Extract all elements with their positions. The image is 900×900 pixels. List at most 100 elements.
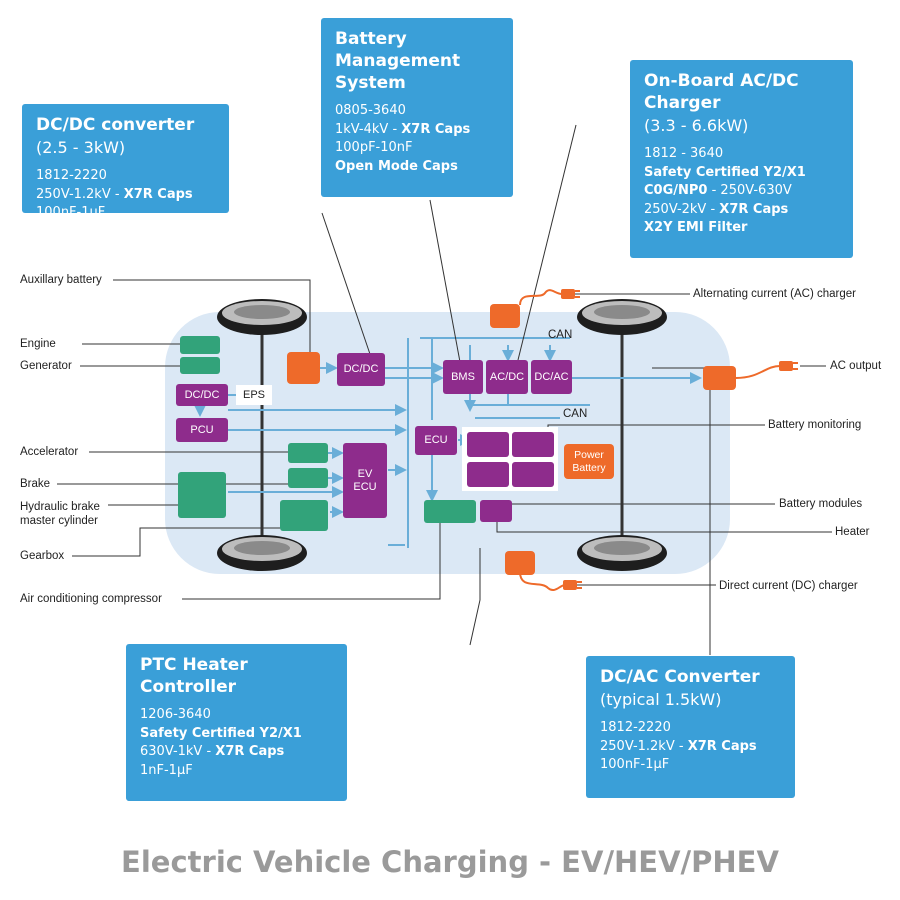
box-spec-line: X2Y EMI Filter [644, 219, 841, 238]
spec-text: 250V-1.2kV - [600, 738, 688, 754]
label-gearbox: Gearbox [20, 550, 65, 562]
wheel-rear-top [577, 299, 667, 335]
dcdc-left-block: DC/DC [176, 384, 228, 406]
bms-block: BMS [443, 360, 483, 394]
dcac-block: DC/AC [531, 360, 572, 394]
heater-block [480, 500, 512, 522]
battery-module-1 [467, 432, 509, 457]
box-spec-line: Safety Certified Y2/X1 [140, 725, 335, 744]
dc-charger-plug-icon [563, 580, 577, 590]
wheel-rear-bottom [577, 535, 667, 571]
spec-bold-text: X7R Caps [719, 201, 789, 217]
label-generator: Generator [20, 360, 72, 372]
leader-lines [57, 124, 832, 655]
spec-bold-text: Open Mode Caps [335, 158, 458, 174]
dcdc-mid-block: DC/DC [337, 353, 385, 386]
box-subtitle: (2.5 - 3kW) [36, 138, 126, 157]
label-accelerator: Accelerator [20, 446, 79, 458]
spec-text: - 250V-630V [707, 183, 792, 198]
label-engine: Engine [20, 338, 56, 350]
box-spec-line: 100nF-1µF [600, 756, 783, 775]
box-spec-line: Open Mode Caps [335, 158, 501, 177]
spec-bold-text: X7R Caps [687, 738, 757, 754]
battery-module-4 [512, 462, 554, 487]
label-battery-modules: Battery modules [779, 498, 863, 510]
battery-module-2 [512, 432, 554, 457]
box-spec-line: 1812 - 3640 [644, 145, 841, 164]
spec-text: 1kV-4kV - [335, 121, 402, 137]
spec-bold-text: Safety Certified Y2/X1 [140, 725, 302, 741]
footer-title: Electric Vehicle Charging - EV/HEV/PHEV [121, 845, 779, 879]
eps-block: EPS [236, 385, 272, 405]
can-label-mid: CAN [563, 408, 588, 420]
box-spec-line: C0G/NP0 - 250V-630V [644, 182, 841, 201]
box-title: DC/DC converter [36, 115, 195, 135]
label-ac-output: AC output [830, 360, 882, 372]
engine-block [180, 336, 220, 354]
ac-charger-plug-icon [561, 289, 575, 299]
ev-ecu-block: EV ECU [343, 443, 387, 518]
ac-compressor-block [280, 500, 328, 531]
box-subtitle: (3.3 - 6.6kW) [644, 116, 749, 135]
aux-battery-block [287, 352, 320, 384]
pcu-block: PCU [176, 418, 228, 442]
charger-cables [519, 289, 781, 592]
wheel-front-bottom [217, 535, 307, 571]
battery-module-3 [467, 462, 509, 487]
spec-bold-text: C0G/NP0 [644, 183, 708, 198]
label-brake: Brake [20, 478, 51, 490]
label-ac-compressor: Air conditioning compressor [20, 593, 162, 605]
hydraulic-brake-block [178, 472, 226, 518]
accelerator-block [288, 443, 328, 463]
box-title: On-Board AC/DC Charger [644, 71, 799, 113]
box-title: PTC Heater Controller [140, 655, 248, 697]
wheel-front-top [217, 299, 307, 335]
spec-text: 1812-2220 [600, 720, 671, 735]
label-heater: Heater [835, 526, 870, 538]
box-spec-line: 1206-3640 [140, 706, 335, 725]
box-spec-line: 250V-2kV - X7R Caps [644, 201, 841, 220]
signal-arrows [194, 337, 702, 548]
spec-text: 100nF-1µF [600, 757, 670, 772]
spec-bold-text: X2Y EMI Filter [644, 220, 748, 235]
label-aux-battery: Auxillary battery [20, 274, 102, 286]
ecu-block: ECU [415, 426, 457, 455]
label-battery-monitoring: Battery monitoring [768, 419, 862, 431]
box-title: Battery Management System [335, 29, 461, 93]
dc-converter-green-block [424, 500, 476, 523]
spec-bold-text: X7R Caps [401, 121, 471, 137]
generator-block [180, 357, 220, 374]
ac-charger-port-block [490, 304, 520, 328]
box-spec-line: 250V-1.2kV - X7R Caps [600, 738, 783, 757]
ac-output-port-block [703, 366, 736, 390]
onboard-charger-box: On-Board AC/DC Charger (3.3 - 6.6kW) 1812 … [630, 60, 853, 258]
spec-text: 1812 - 3640 [644, 146, 724, 161]
box-spec-line: 1812-2220 [600, 719, 783, 738]
spec-text: 100nF-1µF [36, 205, 106, 220]
box-spec-line: Safety Certified Y2/X1 [644, 164, 841, 183]
spec-text: 1nF-1µF [140, 762, 193, 778]
box-spec-line: 630V-1kV - X7R Caps [140, 743, 335, 762]
box-spec-line: 1nF-1µF [140, 762, 335, 781]
dcdc-converter-box: DC/DC converter (2.5 - 3kW) 1812-2220 250V-… [22, 104, 229, 220]
box-subtitle: (typical 1.5kW) [600, 690, 722, 709]
box-spec-line: 1kV-4kV - X7R Caps [335, 121, 501, 140]
can-label-top: CAN [548, 329, 573, 341]
spec-bold-text: Safety Certified Y2/X1 [644, 164, 806, 180]
box-spec-line: 250V-1.2kV - X7R Caps [36, 186, 217, 205]
box-spec-line: 1812-2220 [36, 167, 217, 186]
spec-text: 630V-1kV - [140, 744, 216, 759]
spec-text: 250V-1.2kV - [36, 186, 124, 202]
box-spec-line: 100nF-1µF [36, 204, 217, 223]
spec-text: 1812-2220 [36, 168, 107, 183]
label-ac-charger: Alternating current (AC) charger [693, 288, 856, 300]
spec-bold-text: X7R Caps [215, 744, 285, 759]
spec-bold-text: X7R Caps [123, 186, 193, 202]
